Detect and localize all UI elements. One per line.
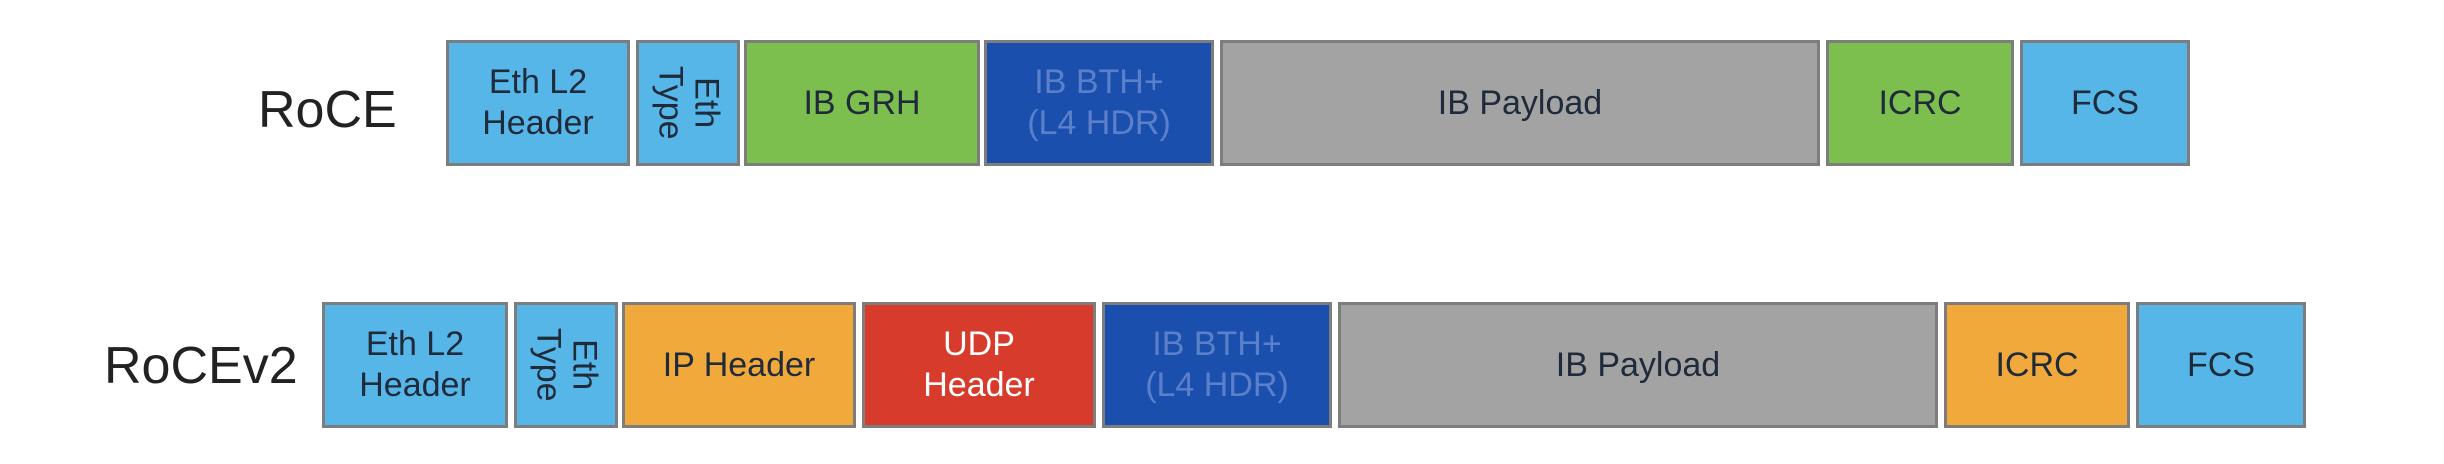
rocev2-udp-header-box: UDP Header xyxy=(862,302,1096,428)
roce-eth-l2-header-box: Eth L2 Header xyxy=(446,40,630,166)
roce-eth-type-label: Eth Type xyxy=(652,66,726,140)
roce-fcs-box: FCS xyxy=(2020,40,2190,166)
roce-ib-payload-box: IB Payload xyxy=(1220,40,1820,166)
roce-eth-type-box: Eth Type xyxy=(636,40,740,166)
rocev2-fcs-box: FCS xyxy=(2136,302,2306,428)
roce-icrc-box: ICRC xyxy=(1826,40,2014,166)
rocev2-ip-header-box: IP Header xyxy=(622,302,856,428)
rocev2-eth-l2-header-box: Eth L2 Header xyxy=(322,302,508,428)
rocev2-eth-type-label: Eth Type xyxy=(530,328,604,402)
rocev2-row-label: RoCEv2 xyxy=(104,337,298,395)
rocev2-icrc-box: ICRC xyxy=(1944,302,2130,428)
roce-ib-grh-box: IB GRH xyxy=(744,40,980,166)
roce-ib-bth-box: IB BTH+ (L4 HDR) xyxy=(984,40,1214,166)
rocev2-eth-type-box: Eth Type xyxy=(514,302,618,428)
rocev2-ib-payload-box: IB Payload xyxy=(1338,302,1938,428)
rocev2-ib-bth-box: IB BTH+ (L4 HDR) xyxy=(1102,302,1332,428)
roce-row-label: RoCE xyxy=(258,81,397,139)
